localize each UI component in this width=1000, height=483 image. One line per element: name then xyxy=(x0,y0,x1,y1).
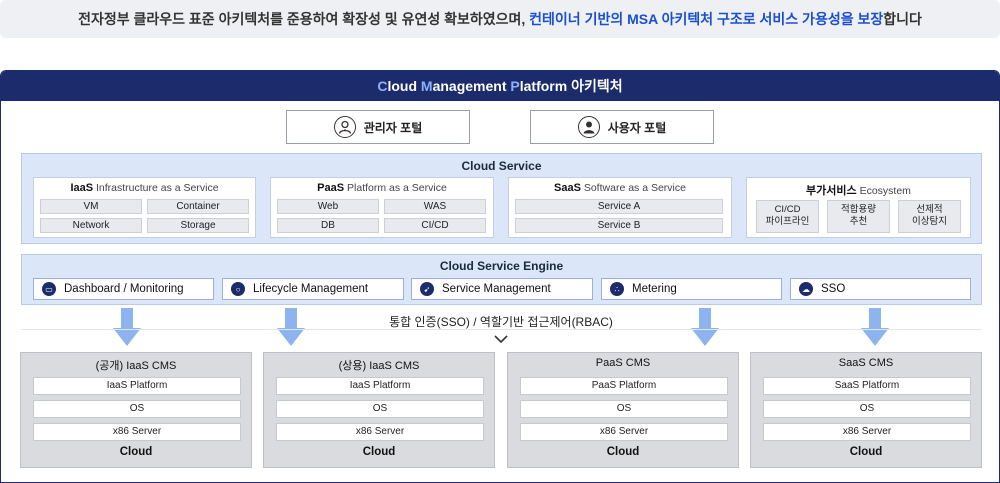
user-portal-button[interactable]: 사용자 포털 xyxy=(530,110,714,144)
user-portal-label: 사용자 포털 xyxy=(607,120,667,135)
cms-layer: IaaS Platform xyxy=(33,377,241,395)
cloud-service-title: Cloud Service xyxy=(461,159,542,173)
cloud-service-band: Cloud Service IaaS Infrastructure as a S… xyxy=(21,153,982,244)
chevron-down-icon xyxy=(494,335,508,344)
paas-cell: WAS xyxy=(384,199,486,214)
iaas-cell: Container xyxy=(147,199,249,214)
engine-dashboard-monitoring[interactable]: ▭Dashboard / Monitoring xyxy=(33,278,214,300)
saas-cell: Service A xyxy=(515,199,723,214)
engine-metering[interactable]: ∴Metering xyxy=(601,278,782,300)
cloud-service-engine-band: Cloud Service Engine ▭Dashboard / Monito… xyxy=(21,254,982,305)
down-arrow-icon xyxy=(113,308,141,346)
cms-title: (상용) IaaS CMS xyxy=(338,360,420,372)
paas-cell: DB xyxy=(277,218,379,233)
iaas-cell: Storage xyxy=(147,218,249,233)
cms-layer: OS xyxy=(276,400,484,418)
title-cap-c: C xyxy=(377,78,388,94)
summary-banner: 전자정부 클라우드 표준 아키텍처를 준용하여 확장성 및 유연성 확보하였으며… xyxy=(0,0,1000,38)
iaas-box: IaaS Infrastructure as a Service VM Cont… xyxy=(33,177,256,238)
banner-text: 전자정부 클라우드 표준 아키텍처를 준용하여 확장성 및 유연성 확보하였으며… xyxy=(78,11,530,27)
banner-highlight: 컨테이너 기반의 MSA 아키텍처 구조로 서비스 가용성을 보장 xyxy=(529,11,884,27)
cmp-architecture-frame: Cloud Management Platform 아키텍처 관리자 포털 사용… xyxy=(0,70,1000,483)
monitor-icon: ▭ xyxy=(42,282,56,296)
cms-title: (공개) IaaS CMS xyxy=(95,360,177,372)
down-arrow-icon xyxy=(861,308,889,346)
down-arrow-icon xyxy=(691,308,719,346)
admin-portal-button[interactable]: 관리자 포털 xyxy=(286,110,470,144)
cloud-icon: ☁ xyxy=(799,282,813,296)
paas-cms: PaaS CMS PaaS Platform OS x86 Server Clo… xyxy=(507,352,739,468)
engine-title: Cloud Service Engine xyxy=(439,259,564,273)
engine-service-management[interactable]: ➹Service Management xyxy=(411,278,593,300)
title-cap-p: P xyxy=(510,78,520,94)
iaas-cell: Network xyxy=(40,218,142,233)
cms-title: SaaS CMS xyxy=(838,357,894,369)
title-part: 아키텍처 xyxy=(571,78,623,94)
iaas-title: IaaS Infrastructure as a Service xyxy=(70,182,219,194)
commercial-iaas-cms: (상용) IaaS CMS IaaS Platform OS x86 Serve… xyxy=(263,352,495,468)
saas-title: SaaS Software as a Service xyxy=(554,182,686,194)
cms-title: PaaS CMS xyxy=(595,357,651,369)
cms-layer: x86 Server xyxy=(276,423,484,441)
paas-cell: CI/CD xyxy=(384,218,486,233)
cms-layer: x86 Server xyxy=(520,423,728,441)
saas-box: SaaS Software as a Service Service A Ser… xyxy=(508,177,732,238)
cms-layer: OS xyxy=(520,400,728,418)
iaas-cell: VM xyxy=(40,199,142,214)
rocket-icon: ➹ xyxy=(420,282,434,296)
frame-title: Cloud Management Platform 아키텍처 xyxy=(1,71,999,101)
cms-foot: Cloud xyxy=(362,446,396,458)
cms-layer: IaaS Platform xyxy=(276,377,484,395)
sso-rbac-label: 통합 인증(SSO) / 역할기반 접근제어(RBAC) xyxy=(389,315,613,329)
cms-layer: x86 Server xyxy=(763,423,971,441)
cms-foot: Cloud xyxy=(119,446,153,458)
sso-divider xyxy=(21,329,982,330)
cms-foot: Cloud xyxy=(606,446,640,458)
engine-sso[interactable]: ☁SSO xyxy=(790,278,971,300)
banner-suffix: 합니다 xyxy=(883,11,922,27)
public-iaas-cms: (공개) IaaS CMS IaaS Platform OS x86 Serve… xyxy=(20,352,252,468)
title-part: anagement xyxy=(432,78,511,94)
cms-foot: Cloud xyxy=(849,446,883,458)
title-part: latform xyxy=(519,78,572,94)
saas-cell: Service B xyxy=(515,218,723,233)
saas-cms: SaaS CMS SaaS Platform OS x86 Server Clo… xyxy=(750,352,982,468)
down-arrow-icon xyxy=(277,308,305,346)
cms-layer: x86 Server xyxy=(33,423,241,441)
cms-layer: OS xyxy=(33,400,241,418)
ecosystem-title: 부가서비스 Ecosystem xyxy=(806,185,911,197)
network-icon: ∴ xyxy=(610,282,624,296)
paas-title: PaaS Platform as a Service xyxy=(317,182,447,194)
title-part: loud xyxy=(387,78,421,94)
paas-box: PaaS Platform as a Service Web WAS DB CI… xyxy=(270,177,494,238)
cms-layer: PaaS Platform xyxy=(520,377,728,395)
engine-lifecycle-management[interactable]: ○Lifecycle Management xyxy=(222,278,404,300)
cms-layer: OS xyxy=(763,400,971,418)
cycle-icon: ○ xyxy=(231,282,245,296)
admin-user-icon xyxy=(333,116,356,138)
cms-layer: SaaS Platform xyxy=(763,377,971,395)
admin-portal-label: 관리자 포털 xyxy=(363,120,423,135)
paas-cell: Web xyxy=(277,199,379,214)
title-cap-m: M xyxy=(420,78,433,94)
user-icon xyxy=(577,116,600,138)
